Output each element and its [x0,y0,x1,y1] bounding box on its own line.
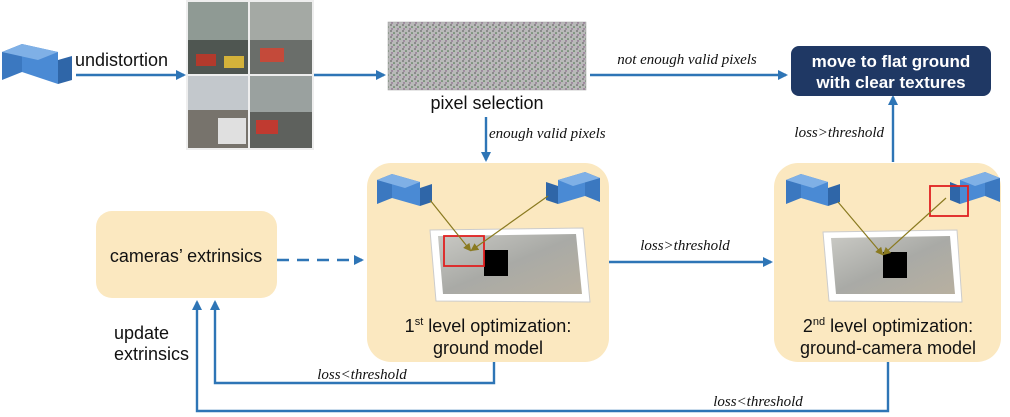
ray [470,195,549,252]
loss-gt-middle-label: loss>threshold [640,238,730,254]
ground-image-level2 [822,229,963,303]
camera-icon [2,44,72,84]
extrinsics-label: extrinsics [114,344,189,364]
level2-title: 2nd level optimization: [803,316,973,336]
level1-title: 1st level optimization: [405,316,572,336]
cameras-extrinsics-label: cameras’ extrinsics [110,246,262,266]
move-to-flat-line2: with clear textures [815,73,965,92]
camera-highlight [929,185,969,217]
update-label: update [114,323,169,343]
enough-label: enough valid pixels [489,126,606,142]
move-to-flat-line1: move to flat ground [812,52,971,71]
level1-subtitle: ground model [433,338,543,358]
arrow-loss-lt-level1 [210,300,496,385]
ground-image-level1 [429,227,591,303]
undistorted-images [186,0,314,150]
camera-icon [546,172,600,204]
pixel-selection-image [387,21,587,91]
extrinsics-panel [96,211,277,298]
loss-gt-top-label: loss>threshold [794,125,884,141]
loss-lt-label-2: loss<threshold [713,394,803,410]
ray [837,201,884,256]
undistortion-label: undistortion [75,50,168,70]
pixel-selection-label: pixel selection [430,93,543,113]
ray [882,197,947,256]
camera-icon [786,174,840,206]
loss-lt-label-1: loss<threshold [317,367,407,383]
ray [429,199,472,252]
move-to-flat-ground-box [791,46,991,96]
camera-icon [950,172,1000,204]
camera-icon [377,174,432,206]
level2-subtitle: ground-camera model [800,338,976,358]
arrow-loss-lt-level2 [192,300,890,413]
not-enough-label: not enough valid pixels [617,52,757,68]
